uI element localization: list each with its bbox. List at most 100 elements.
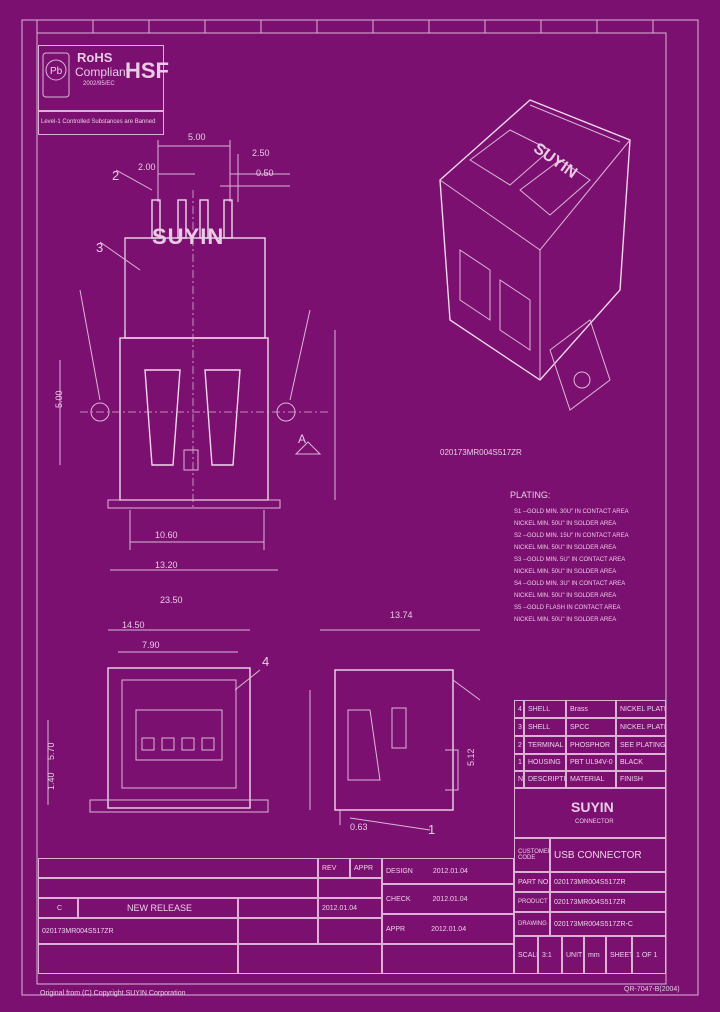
sheet-label: SHEET	[606, 936, 632, 974]
body-brand-logo: SUYIN	[152, 224, 225, 249]
rev-row-date: 2012.01.04	[318, 898, 382, 918]
design-row: DESIGN 2012.01.04	[382, 858, 514, 884]
customer-code-label: CUSTOMER CODE	[514, 838, 550, 872]
callout-2: 2	[112, 168, 120, 183]
rev-row-2-sign	[238, 918, 318, 944]
rev-label: REV	[318, 858, 350, 878]
callout-4: 4	[262, 654, 270, 669]
brand-logo: SUYIN	[571, 799, 614, 815]
bom-mat: PBT UL94V-0	[566, 754, 616, 771]
hsf-label: HSF	[125, 58, 169, 83]
dim-width-1: 10.60	[155, 530, 178, 540]
bom-no-header: NO.	[514, 771, 524, 788]
bom-no: 3	[514, 718, 524, 736]
plating-line: NICKEL MIN. 50U" IN SOLDER AREA	[514, 593, 617, 599]
dim-width-2: 13.20	[155, 560, 178, 570]
dim-top-3: 2.00	[138, 162, 156, 172]
plating-line: NICKEL MIN. 50U" IN SOLDER AREA	[514, 569, 617, 575]
appr-date: 2012.01.04	[431, 925, 467, 933]
pb-free-icon: Pb	[42, 52, 70, 98]
bom-mat-header: MATERIAL	[566, 771, 616, 788]
bom-mat: Brass	[566, 700, 616, 718]
front-view-drawing	[47, 629, 269, 813]
dim-top-2: 2.50	[252, 148, 270, 158]
level-note: Level-1 Controlled Substances are Banned	[41, 119, 156, 125]
isometric-view	[439, 99, 631, 411]
bom-finish: NICKEL PLATED	[616, 718, 666, 736]
sheet-value: 1 OF 1	[632, 936, 666, 974]
brand-sub: CONNECTOR	[575, 819, 614, 825]
drawing-title: USB CONNECTOR	[550, 838, 666, 872]
dim-front-w1: 14.50	[122, 620, 145, 630]
part-no-value: 020173MR004S517ZR	[550, 872, 666, 892]
appr-row: APPR 2012.01.04	[382, 914, 514, 944]
scale-label: SCALE	[514, 936, 538, 974]
appr-label: APPR	[386, 925, 406, 933]
bom-part: SHELL	[524, 718, 566, 736]
bom-finish: BLACK	[616, 754, 666, 771]
dim-top-1: 5.00	[188, 132, 206, 142]
datum-a-label: A	[298, 432, 307, 446]
dim-bottom: 0.63	[350, 822, 368, 832]
scale-value: 3:1	[538, 936, 562, 974]
plating-line: NICKEL MIN. 50U" IN SOLDER AREA	[514, 545, 617, 551]
iso-caption: 020173MR004S517ZR	[440, 448, 522, 457]
plating-line: NICKEL MIN. 50U" IN SOLDER AREA	[514, 521, 617, 527]
design-date: 2012.01.04	[432, 867, 468, 875]
side-view-drawing	[309, 629, 481, 831]
rev-row-3	[38, 944, 238, 974]
unit-value: mm	[584, 936, 606, 974]
bom-no: 1	[514, 754, 524, 771]
top-view-drawing	[59, 140, 336, 571]
callout-3: 3	[96, 240, 104, 255]
product-spec-value: 020173MR004S517ZR	[550, 892, 666, 912]
bom-finish: NICKEL PLATED	[616, 700, 666, 718]
brand-block: SUYIN CONNECTOR	[514, 788, 666, 838]
revision-block: REV APPR DESIGN 2012.01.04 C NEW RELEASE…	[38, 858, 514, 974]
dim-side-h: 5.12	[466, 748, 476, 766]
rev-row-desc: NEW RELEASE	[78, 898, 238, 918]
check-row: CHECK 2012.01.04	[382, 884, 514, 914]
bom-finish: SEE PLATING	[616, 736, 666, 754]
bom-no: 4	[514, 700, 524, 718]
bom-finish-header: FINISH	[616, 771, 666, 788]
rev-empty	[38, 858, 318, 878]
callout-1: 1	[428, 822, 436, 837]
dim-front-h: 5.70	[46, 742, 56, 760]
compliant-label: Compliant	[75, 65, 130, 79]
plating-title: PLATING:	[510, 490, 551, 500]
plating-line: S2 --GOLD MIN. 15U" IN CONTACT AREA	[514, 533, 629, 539]
rev-row-3c	[382, 944, 514, 974]
plating-line: S4 --GOLD MIN. 3U" IN CONTACT AREA	[514, 581, 626, 587]
dim-front-w2: 7.90	[142, 640, 160, 650]
title-block: CUSTOMER CODE USB CONNECTOR PART NO. 020…	[514, 838, 666, 974]
bom-part-header: DESCRIPTION	[524, 771, 566, 788]
design-label: DESIGN	[386, 867, 413, 875]
bom-part: HOUSING	[524, 754, 566, 771]
plating-line: S3 --GOLD MIN. 5U" IN CONTACT AREA	[514, 557, 626, 563]
check-date: 2012.01.04	[432, 895, 468, 903]
dim-top-5: 0.50	[256, 168, 274, 178]
level-note-box: Level-1 Controlled Substances are Banned	[38, 111, 164, 135]
product-spec-label: PRODUCT SPEC.	[514, 892, 550, 912]
part-no-label: PART NO.	[514, 872, 550, 892]
rev-row-rev: C	[38, 898, 78, 918]
bom-part: TERMINAL	[524, 736, 566, 754]
plating-line: S5 --GOLD FLASH IN CONTACT AREA	[514, 605, 621, 611]
bom-table: 4 SHELL Brass NICKEL PLATED 3 SHELL SPCC…	[514, 700, 666, 788]
bom-no: 2	[514, 736, 524, 754]
rev-by-label: APPR	[350, 858, 382, 878]
plating-line: S1 --GOLD MIN. 30U" IN CONTACT AREA	[514, 509, 629, 515]
rev-row-sign	[238, 898, 318, 918]
rohs-code: 2002/95/EC	[83, 81, 115, 87]
rohs-logo-block: Pb RoHS Compliant 2002/95/EC HSF	[38, 45, 169, 111]
drawing-no-label: DRAWING NO.	[514, 912, 550, 936]
dim-width-3: 23.50	[160, 595, 183, 605]
bom-part: SHELL	[524, 700, 566, 718]
rev-row-blank	[38, 878, 318, 898]
unit-label: UNIT	[562, 936, 584, 974]
rev-row-2-desc: 020173MR004S517ZR	[38, 918, 238, 944]
plating-notes: S1 --GOLD MIN. 30U" IN CONTACT AREA NICK…	[514, 506, 674, 626]
check-label: CHECK	[386, 895, 411, 903]
